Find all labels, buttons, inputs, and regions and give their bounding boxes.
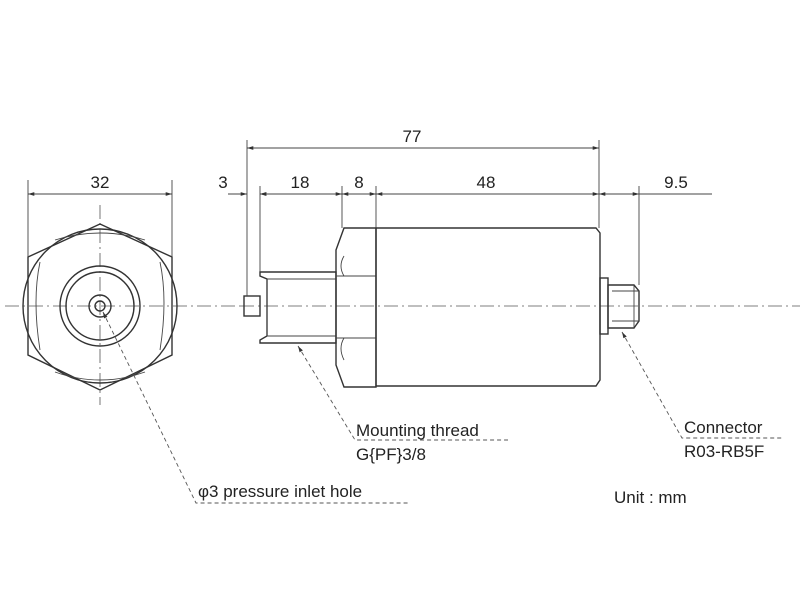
dim-tip-length: 3: [218, 173, 227, 192]
hex-chamfer-circle: [22, 228, 178, 384]
hex-arc-upper: [340, 255, 345, 277]
tip-circle: [88, 294, 112, 318]
inlet-tip: [243, 295, 261, 317]
dim-hex-width: 32: [91, 173, 110, 192]
dim-overall-length: 77: [403, 127, 422, 146]
inlet-hole-circle: [94, 300, 106, 312]
connector-model: R03-RB5F: [684, 442, 764, 461]
connector-title: Connector: [684, 418, 763, 437]
dim-connector-length: 9.5: [664, 173, 688, 192]
dim-hex-thickness: 8: [354, 173, 363, 192]
unit-note: Unit : mm: [614, 488, 687, 507]
hex-outline: [27, 223, 173, 391]
chamfer-arc-top: [54, 232, 146, 241]
chamfer-arc-right: [159, 261, 165, 351]
dim-thread-length: 18: [291, 173, 310, 192]
inlet-hole-label: φ3 pressure inlet hole: [198, 482, 362, 501]
chamfer-arc-bottom: [54, 371, 146, 381]
mounting-thread-spec: G{PF}3/8: [356, 445, 426, 464]
hex-arc-lower: [340, 337, 345, 361]
end-view: 32: [5, 173, 240, 405]
chamfer-arc-left: [35, 261, 41, 351]
leader-inlet-hole: [102, 311, 410, 504]
hex-nut: [335, 227, 377, 388]
side-view: 77 3 18 8 48 9.5: [218, 127, 800, 388]
leader-mounting-thread: [297, 345, 508, 441]
thread-section: [259, 271, 337, 344]
bore-circle: [65, 271, 135, 341]
sensor-body: [375, 227, 601, 387]
dim-body-length: 48: [477, 173, 496, 192]
callouts: Mounting thread G{PF}3/8 Connector R03-R…: [102, 311, 782, 507]
leader-connector: [621, 331, 782, 439]
thread-circle: [59, 265, 141, 347]
mounting-thread-title: Mounting thread: [356, 421, 479, 440]
